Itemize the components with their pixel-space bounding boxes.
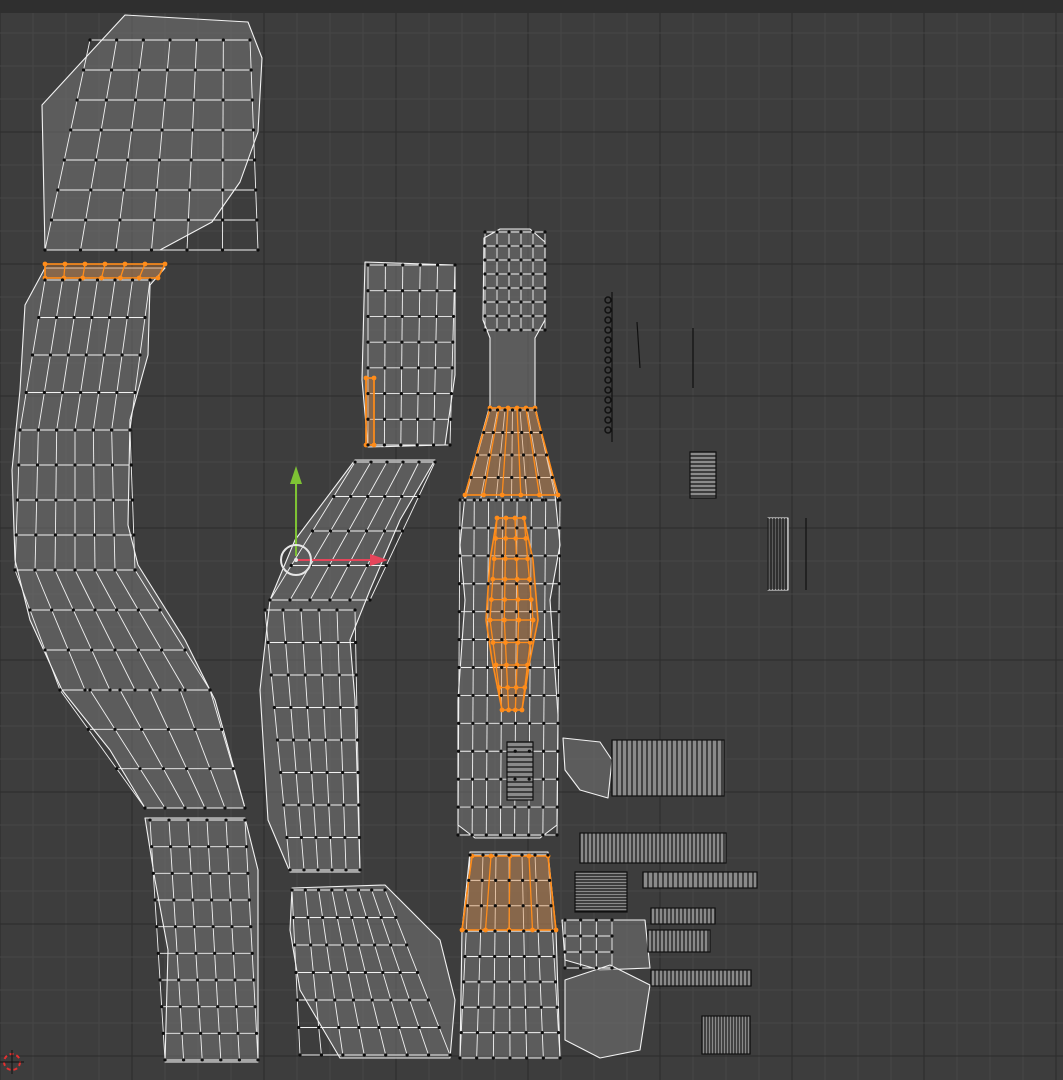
uv-vertices[interactable]: [13, 38, 614, 1062]
move-gizmo-icon[interactable]: [280, 466, 388, 576]
crosshair-cursor-icon[interactable]: [0, 1050, 24, 1074]
uv-selected-faces[interactable]: [42, 261, 561, 933]
uv-dense-detail-islands[interactable]: [506, 292, 807, 1055]
uv-islands[interactable]: [11, 14, 789, 1063]
uv-island-left-strip[interactable]: [11, 14, 263, 1063]
